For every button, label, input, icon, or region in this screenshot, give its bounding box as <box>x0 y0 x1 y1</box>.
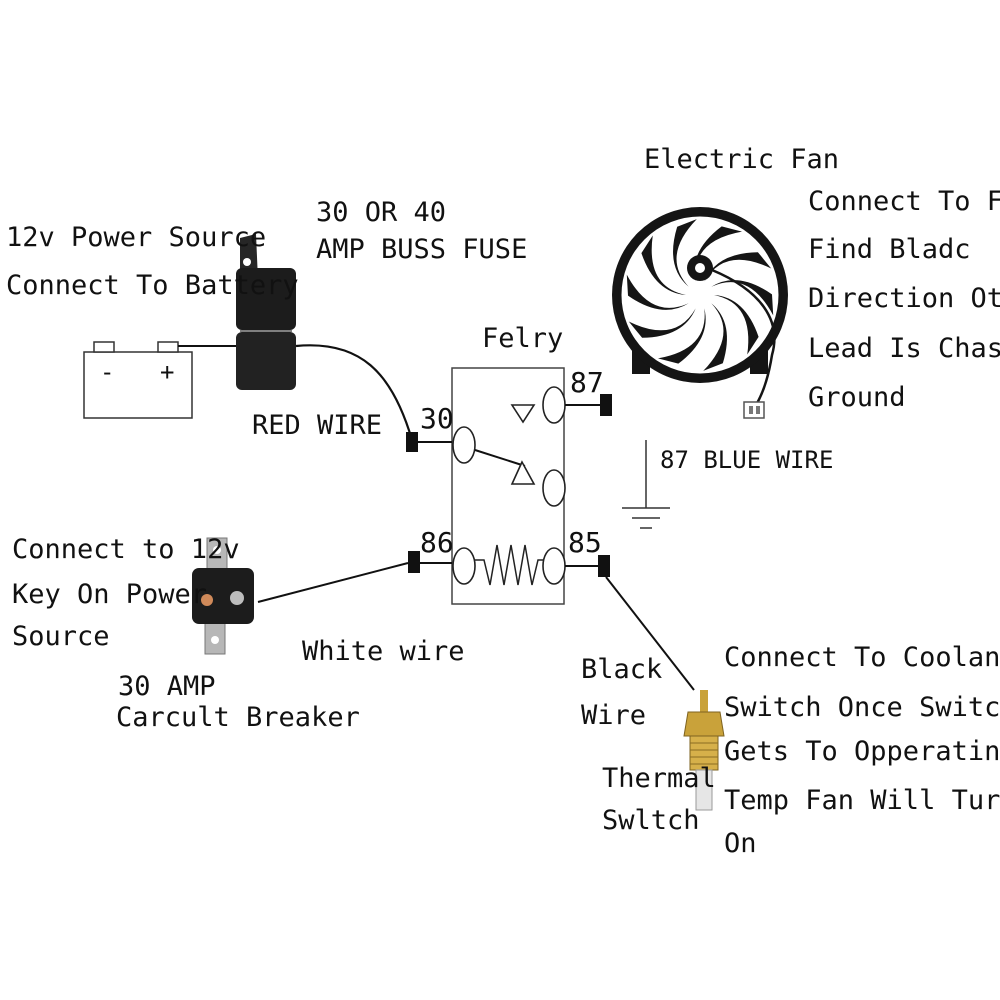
white-wire <box>257 562 409 603</box>
fuse-cap <box>236 268 296 330</box>
pin-85-contact <box>542 547 566 585</box>
breaker-body <box>192 568 254 624</box>
fuse-body <box>236 332 296 390</box>
fan-note-line2: Find Bladc <box>808 234 971 265</box>
power-source-label-line2: Connect To Battery <box>6 270 299 301</box>
breaker-terminal-silver <box>230 591 244 605</box>
thermal-switch-probe <box>695 769 713 811</box>
battery-plus-label: + <box>160 358 174 386</box>
chassis-ground-symbol <box>622 440 670 529</box>
key-on-label-line2: Key On Power <box>12 579 207 610</box>
pin-30-terminal <box>406 432 418 452</box>
fan-blade <box>704 252 772 282</box>
black-wire-label-line2: Wire <box>581 700 646 731</box>
coolant-note-line1: Connect To Coolant <box>724 642 1000 673</box>
key-on-label-line1: Connect to 12v <box>12 534 240 565</box>
pin-30-contact <box>452 426 476 464</box>
fan-blade <box>626 274 689 310</box>
fan-note-line3: Direction Other <box>808 283 1000 314</box>
relay: 30 87 86 85 <box>406 366 612 605</box>
key-on-label-line3: Source <box>12 621 110 652</box>
black-wire-label-line1: Black <box>581 654 662 685</box>
battery-minus-label: - <box>100 358 114 386</box>
breaker-label-line1: 30 AMP <box>118 671 216 702</box>
battery-positive-terminal <box>157 341 179 353</box>
relay-label: Felry <box>482 323 563 354</box>
pin-86-label: 86 <box>420 526 454 559</box>
fan-blade <box>657 308 706 364</box>
thermal-switch-hex <box>683 711 725 737</box>
fan-blade <box>714 295 759 355</box>
fan-connector <box>743 401 765 419</box>
relay-coil <box>475 544 543 586</box>
battery: - + <box>83 341 193 419</box>
battery-negative-terminal <box>93 341 115 353</box>
fan-blade <box>711 280 774 316</box>
thermal-switch-label-line2: Swltch <box>602 805 700 836</box>
red-wire <box>295 344 414 441</box>
pin-87a-contact <box>542 469 566 507</box>
fan-blade <box>641 235 686 295</box>
pin-85-label: 85 <box>568 526 602 559</box>
white-wire-label: White wire <box>302 636 465 667</box>
blue-wire-label: 87 BLUE WIRE <box>660 446 833 474</box>
pin-30-label: 30 <box>420 402 454 435</box>
pin-85-terminal <box>598 555 610 577</box>
electric-fan <box>612 207 788 419</box>
fan-note-line5: Ground <box>808 382 906 413</box>
fan-blade <box>703 303 727 371</box>
fan-blade <box>628 308 696 338</box>
relay-switch-arm <box>474 449 526 467</box>
fan-note-line4: Lead Is Chassis <box>808 333 1000 364</box>
fan-blades <box>626 219 774 371</box>
thermal-switch-terminal <box>700 690 708 712</box>
fan-lead-wire <box>711 268 776 406</box>
fuse-label-line1: 30 OR 40 <box>316 197 446 228</box>
breaker-label-line2: Carcult Breaker <box>116 702 360 733</box>
fan-blade <box>673 219 697 287</box>
breaker-terminal-copper <box>201 594 213 606</box>
buss-fuse-holder <box>236 234 296 390</box>
black-wire <box>605 576 695 691</box>
circuit-breaker <box>192 537 254 655</box>
contact-87-triangle <box>510 404 536 424</box>
pin-86-terminal <box>408 551 420 573</box>
thermal-switch <box>683 690 725 811</box>
coolant-note-line2: Switch Once Switch <box>724 692 1000 723</box>
coolant-note-line5: On <box>724 828 757 859</box>
fuse-mount-hole <box>243 258 251 266</box>
red-wire-label: RED WIRE <box>252 410 382 441</box>
contact-87a-triangle <box>510 460 536 485</box>
pin-86-contact <box>452 547 476 585</box>
fan-note-line1: Connect To Fan <box>808 186 1000 217</box>
electric-fan-label: Electric Fan <box>644 144 839 175</box>
coolant-note-line3: Gets To Opperating <box>724 736 1000 767</box>
power-source-label-line1: 12v Power Source <box>6 222 266 253</box>
fuse-label-line2: AMP BUSS FUSE <box>316 234 527 265</box>
pin-87-label: 87 <box>570 366 604 399</box>
fan-blade <box>694 226 743 282</box>
pin-87-terminal <box>600 394 612 416</box>
pin-87-contact <box>542 386 566 424</box>
thermal-switch-label-line1: Thermal <box>602 763 716 794</box>
coolant-note-line4: Temp Fan Will Turn <box>724 785 1000 816</box>
